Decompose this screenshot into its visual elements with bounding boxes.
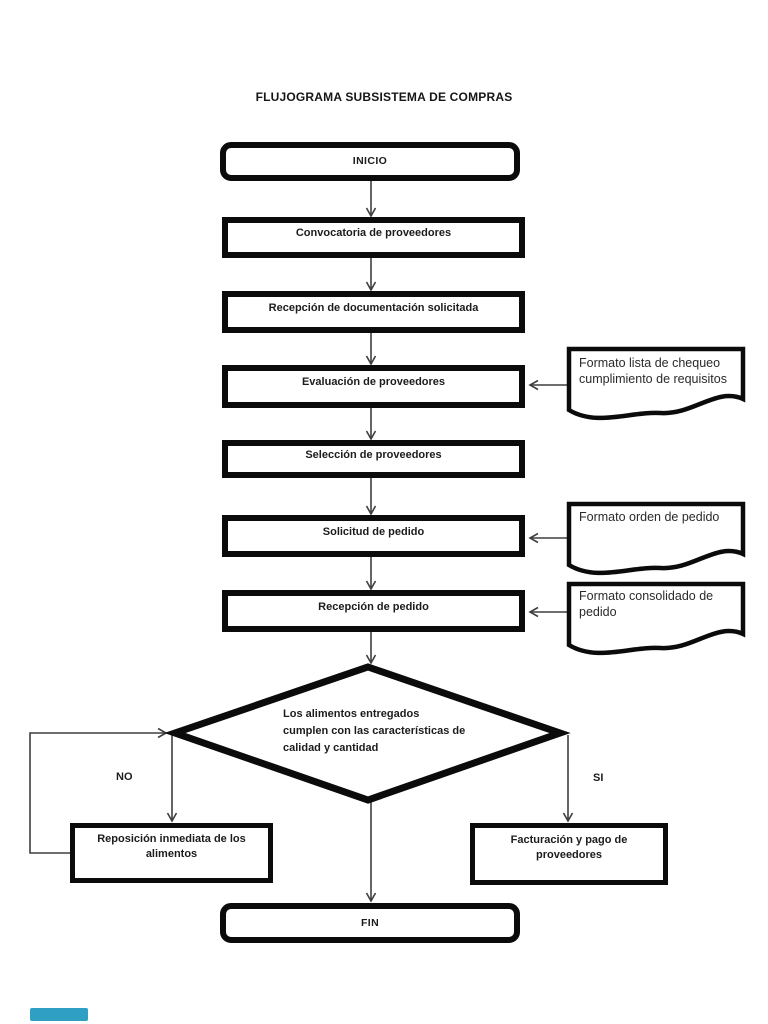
decision-line: Los alimentos entregados	[283, 708, 420, 720]
node-convocatoria-label: Convocatoria de proveedores	[295, 227, 452, 239]
document-line: pedido	[579, 605, 617, 619]
decision-diamond-shape	[164, 663, 571, 804]
arrowhead-down-icon	[365, 654, 377, 665]
node-convocatoria: Convocatoria de proveedores	[222, 217, 525, 258]
node-fin-label: FIN	[360, 916, 380, 929]
node-facturacion-line: Facturación y pago de	[510, 834, 628, 846]
branch-label-si: SI	[593, 772, 604, 784]
document-orden-pedido-text: Formato orden de pedido	[579, 509, 739, 525]
arrowhead-down-icon	[562, 812, 574, 823]
document-line: Formato lista de chequeo	[579, 356, 721, 370]
node-reposicion-line: Reposición inmediata de los	[97, 833, 246, 845]
node-evaluacion: Evaluación de proveedores	[222, 365, 525, 408]
decision-line: calidad y cantidad	[283, 742, 379, 754]
decision-text: Los alimentos entregados cumplen con las…	[283, 706, 483, 757]
node-seleccion-label: Selección de proveedores	[305, 448, 442, 461]
arrowhead-down-icon	[365, 505, 377, 516]
arrowhead-down-icon	[365, 430, 377, 441]
arrow-lines	[29, 181, 574, 903]
arrowhead-left-icon	[528, 532, 539, 544]
document-lista-chequeo-text: Formato lista de chequeo cumplimiento de…	[579, 355, 739, 387]
node-solicitud-label: Solicitud de pedido	[322, 525, 425, 538]
node-fin: FIN	[220, 903, 520, 943]
node-recepcion-pedido-label: Recepción de pedido	[318, 600, 429, 613]
document-line: Formato orden de pedido	[579, 510, 720, 524]
document-line: Formato consolidado de	[579, 589, 714, 603]
document-shape-consolidado	[566, 581, 746, 656]
arrowhead-down-icon	[166, 812, 178, 823]
node-facturacion-line: proveedores	[535, 849, 603, 861]
document-shape-lista-chequeo	[566, 346, 746, 421]
node-recepcion-pedido: Recepción de pedido	[222, 590, 525, 632]
node-evaluacion-label: Evaluación de proveedores	[301, 376, 446, 388]
document-consolidado-text: Formato consolidado de pedido	[579, 588, 739, 620]
arrowhead-left-icon	[528, 379, 539, 391]
node-solicitud: Solicitud de pedido	[222, 515, 525, 557]
arrowhead-down-icon	[365, 892, 377, 903]
arrowhead-down-icon	[365, 281, 377, 292]
node-seleccion: Selección de proveedores	[222, 440, 525, 478]
arrowhead-down-icon	[365, 207, 377, 218]
node-recepcion-documentacion-label: Recepción de documentación solicitada	[268, 301, 479, 314]
footer-progress-bar	[30, 1008, 88, 1021]
branch-label-no: NO	[116, 771, 133, 783]
document-shape-orden-pedido	[566, 501, 746, 576]
decision-line: cumplen con las características de	[283, 725, 466, 737]
node-reposicion: Reposición inmediata de los alimentos	[70, 823, 273, 883]
arrowhead-down-icon	[365, 355, 377, 366]
arrowhead-left-icon	[528, 606, 539, 618]
node-recepcion-documentacion: Recepción de documentación solicitada	[222, 291, 525, 333]
node-facturacion: Facturación y pago de proveedores	[470, 823, 668, 885]
feedback-loop-line	[29, 732, 165, 854]
arrowhead-down-icon	[365, 580, 377, 591]
node-inicio-label: INICIO	[352, 155, 388, 167]
page-title: FLUJOGRAMA SUBSISTEMA DE COMPRAS	[255, 90, 513, 104]
node-reposicion-line: alimentos	[145, 848, 198, 860]
document-line: cumplimiento de requisitos	[579, 372, 727, 386]
node-inicio: INICIO	[220, 142, 520, 181]
